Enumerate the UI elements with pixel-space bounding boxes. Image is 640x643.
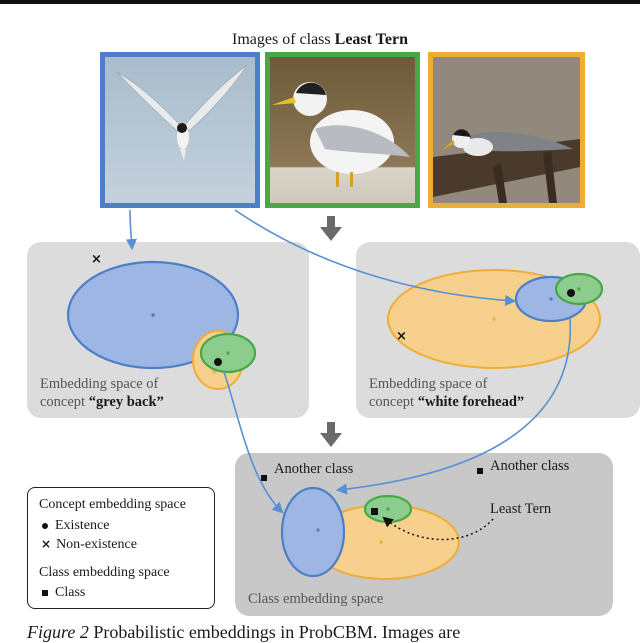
- concept-space-label-grey-back: Embedding space of concept “grey back”: [40, 376, 164, 410]
- tern-standing-image: [265, 52, 420, 208]
- down-arrow-2: [320, 422, 342, 447]
- legend-non-existence: ×Non-existence: [41, 537, 137, 552]
- existence-dot-icon: [42, 522, 48, 529]
- concept-space-label-white-forehead: Embedding space of concept “white forehe…: [369, 376, 525, 410]
- class-embedding-space-panel: [235, 453, 613, 616]
- figure-caption: Figure 2 Probabilistic embeddings in Pro…: [27, 622, 461, 642]
- non-existence-cross-icon: ×: [41, 537, 52, 551]
- down-arrow-1: [320, 216, 342, 241]
- class-square-icon: [42, 589, 48, 596]
- legend-class: Class: [42, 584, 85, 601]
- legend-box: Concept embedding space Existence ×Non-e…: [27, 487, 215, 609]
- top-rule: [0, 0, 640, 4]
- tern-perched-image: [428, 52, 585, 208]
- tern-flying-image: [100, 52, 260, 208]
- figure-title: Images of class Least Tern: [232, 31, 408, 48]
- legend-existence: Existence: [42, 517, 109, 534]
- legend-class-header: Class embedding space: [39, 565, 170, 580]
- legend-concept-header: Concept embedding space: [39, 497, 186, 512]
